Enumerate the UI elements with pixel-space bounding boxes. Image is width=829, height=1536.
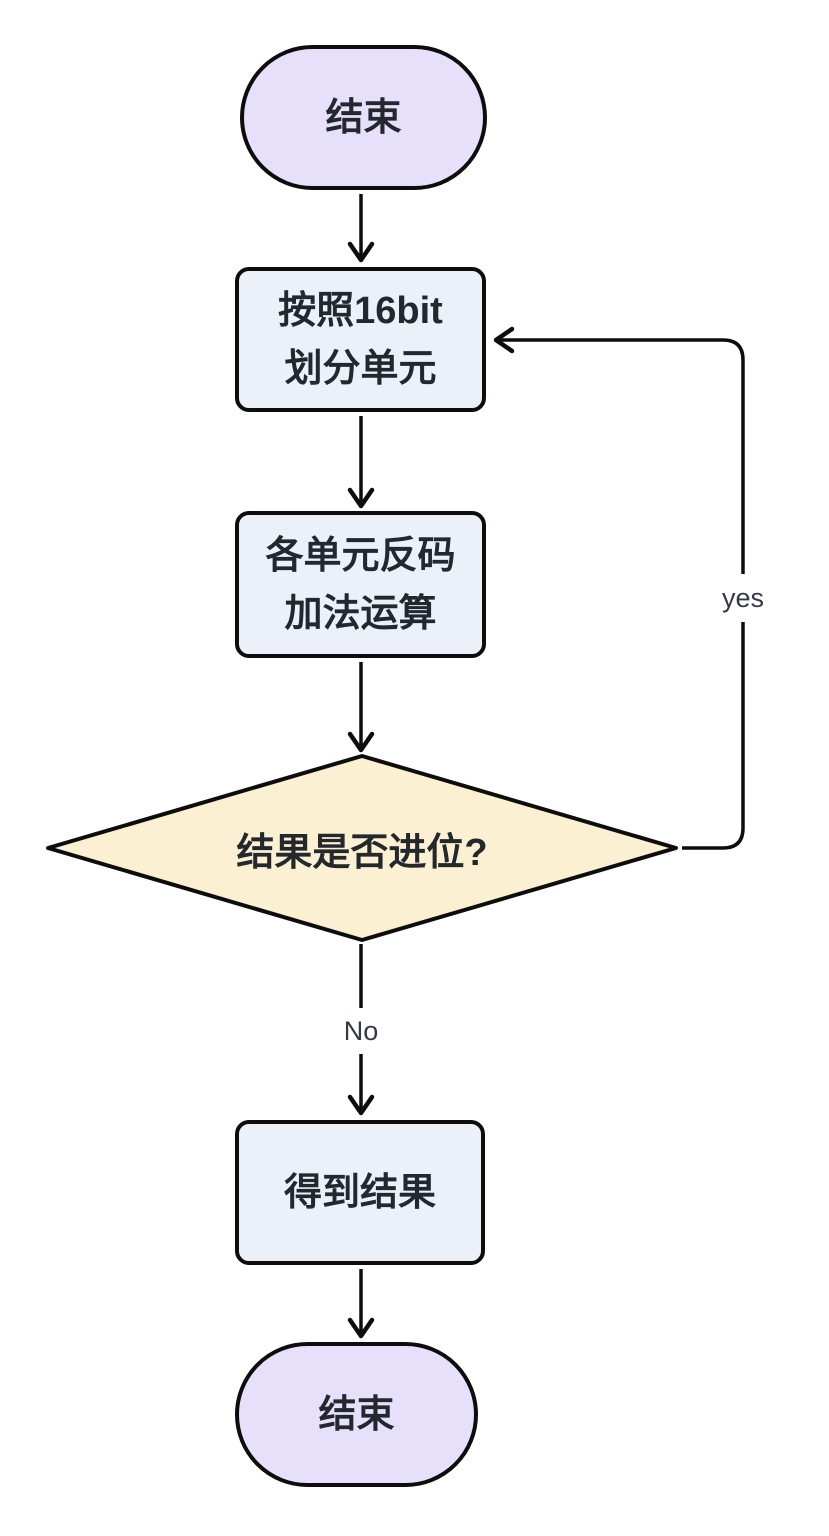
edge-decision-to-split-yes-loop	[493, 326, 745, 850]
node-terminal-end-label: 结束	[318, 1393, 395, 1436]
node-process-split-16bit: 按照16bit 划分单元	[235, 267, 486, 412]
node-terminal-end: 结束	[235, 1342, 478, 1487]
node-process-split-line1: 按照16bit	[278, 289, 443, 332]
node-terminal-start-label: 结束	[325, 96, 402, 139]
decision-diamond-shape	[46, 754, 678, 942]
node-process-add-line2: 加法运算	[284, 592, 437, 635]
node-decision-carry-label: 结果是否进位?	[236, 831, 488, 874]
node-process-add-line1: 各单元反码	[265, 534, 456, 577]
node-process-get-result: 得到结果	[235, 1120, 485, 1265]
node-terminal-start: 结束	[240, 45, 487, 190]
node-process-split-line2: 划分单元	[284, 347, 437, 390]
edge-label-yes: yes	[708, 574, 778, 622]
edge-label-no: No	[331, 1008, 391, 1054]
node-process-complement-add: 各单元反码 加法运算	[235, 511, 486, 658]
node-process-get-result-label: 得到结果	[283, 1171, 436, 1214]
